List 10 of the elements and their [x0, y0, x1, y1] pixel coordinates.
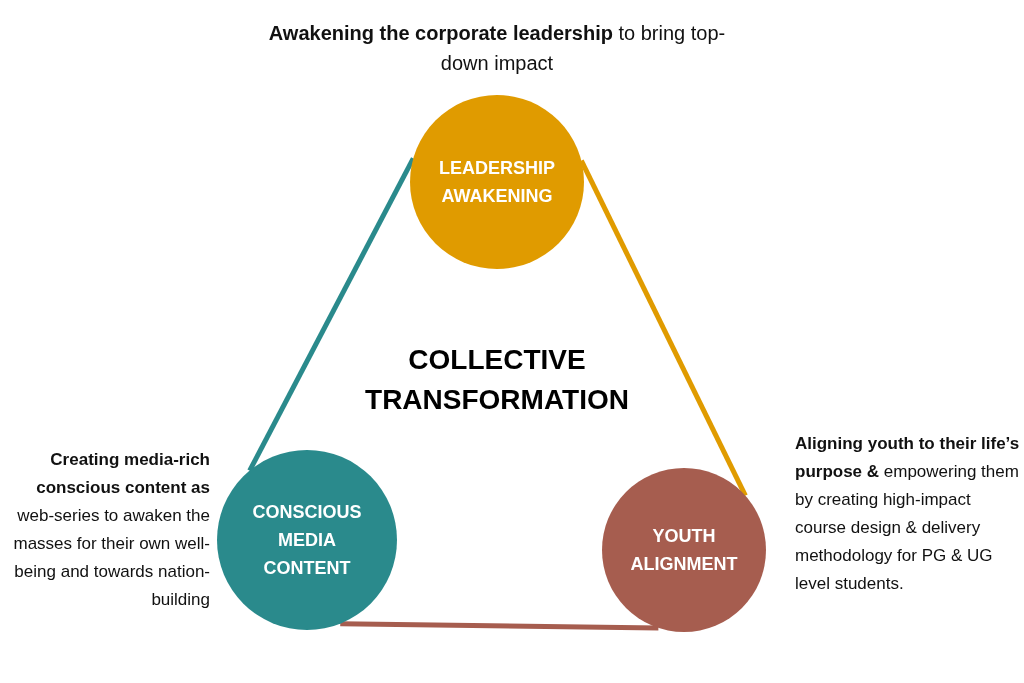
connector-line — [247, 157, 416, 472]
node-label: CONSCIOUS MEDIA CONTENT — [251, 501, 363, 580]
connector-line — [579, 159, 748, 497]
description-text: Awakening the corporate leadership to bring top-down impact — [267, 21, 727, 76]
connector-line — [340, 621, 659, 631]
center-title: COLLECTIVE TRANSFORMATION — [364, 343, 630, 417]
description-text: Creating media-rich conscious content as web-series to awaken the masses for their own well-being and towards nation-building — [12, 449, 210, 611]
description-text: Aligning youth to their life’s purpose & empowering them by creating high-impact course design & delivery methodology for PG & UG level students. — [795, 433, 1021, 595]
node-label: LEADERSHIP AWAKENING — [438, 157, 556, 208]
node-label: YOUTH ALIGNMENT — [629, 525, 739, 576]
